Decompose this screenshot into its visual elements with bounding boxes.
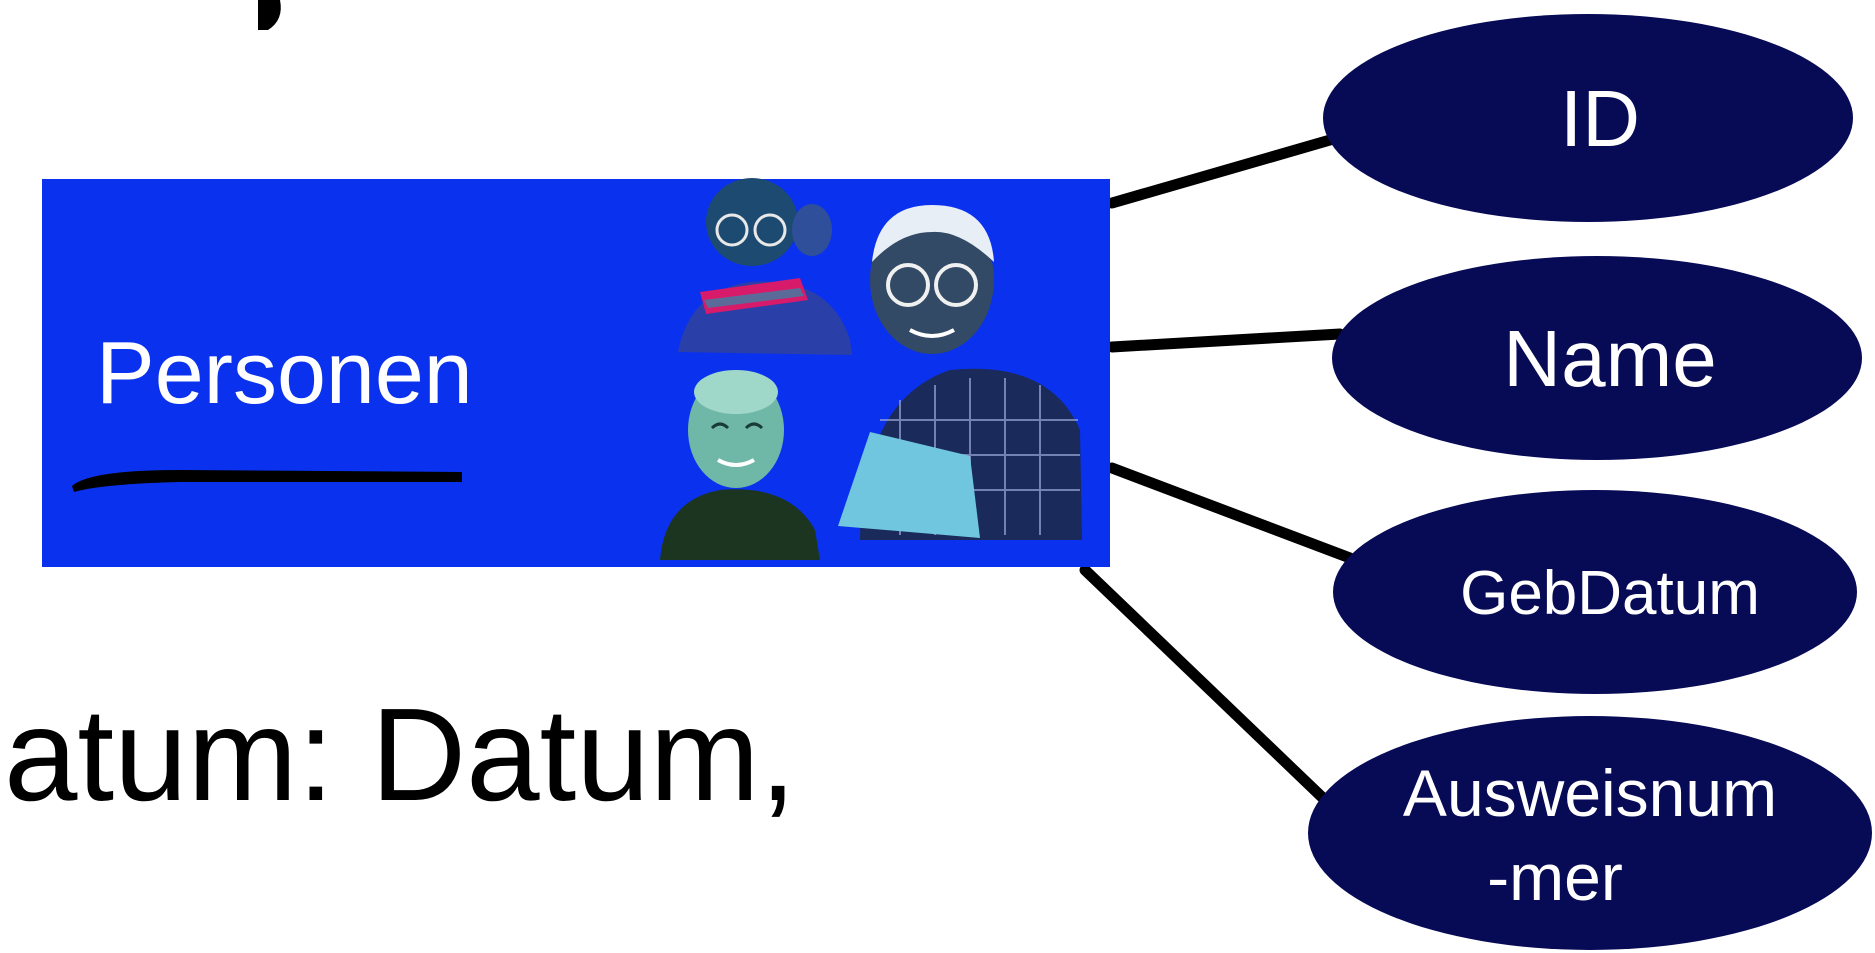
- entity-underline: [72, 470, 462, 492]
- person-child-icon: [660, 370, 820, 560]
- attribute-name-shape: [1332, 256, 1862, 460]
- person-woman-icon: [678, 178, 852, 355]
- attribute-gebdatum[interactable]: GebDatum: [1333, 490, 1857, 694]
- entity-label: Personen: [96, 323, 473, 422]
- attribute-id[interactable]: ID: [1323, 14, 1853, 222]
- attribute-name-label: Name: [1503, 314, 1716, 403]
- attribute-gebdatum-label: GebDatum: [1460, 559, 1760, 628]
- attribute-ausweisnummer-shape: [1308, 716, 1872, 950]
- cropped-heading-fragment: [258, 0, 281, 30]
- attribute-name[interactable]: Name: [1332, 256, 1862, 460]
- attribute-ausweisnummer-label: Ausweisnum: [1403, 756, 1777, 830]
- connectors: [1079, 134, 1356, 806]
- attribute-id-label: ID: [1560, 74, 1640, 163]
- attribute-gebdatum-shape: [1333, 490, 1857, 694]
- background-text: atum: Datum,: [4, 681, 796, 828]
- people-photo-collage-icon: [660, 178, 1082, 560]
- attribute-ausweisnummer-label-line2: -mer: [1487, 840, 1623, 914]
- attribute-id-shape: [1323, 14, 1853, 222]
- entity-personen[interactable]: Personen: [42, 178, 1110, 567]
- connector-gebdatum: [1106, 462, 1356, 564]
- person-man-icon: [838, 205, 1082, 540]
- connector-name: [1106, 328, 1346, 353]
- connector-ausweisnummer: [1079, 564, 1331, 806]
- connector-id: [1106, 134, 1336, 209]
- attribute-ausweisnummer[interactable]: Ausweisnum -mer: [1308, 716, 1872, 950]
